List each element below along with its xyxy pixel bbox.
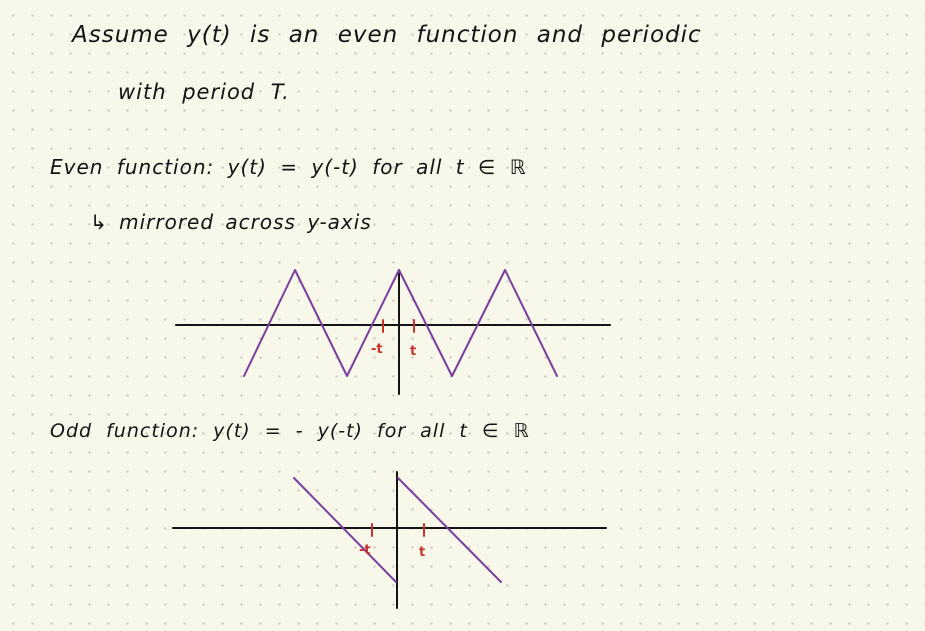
odd-sawtooth-left-segment <box>293 477 397 583</box>
note-line-period: with period T. <box>118 80 290 104</box>
note-line-assumption: Assume y(t) is an even function and peri… <box>72 22 702 48</box>
odd-tick-label-neg-t: -t <box>359 543 371 558</box>
odd-sawtooth-right-segment <box>397 477 502 583</box>
note-even-comment: ↳ mirrored across y-axis <box>90 210 372 234</box>
note-odd-definition: Odd function: y(t) = - y(-t) for all t ∈… <box>50 420 530 442</box>
odd-function-graph: -t t <box>172 471 607 609</box>
even-tick-label-neg-t: -t <box>371 342 383 357</box>
even-tick-label-pos-t: t <box>410 344 416 359</box>
even-triangle-wave <box>243 269 558 377</box>
even-function-graph: -t t <box>175 269 611 395</box>
note-even-definition: Even function: y(t) = y(-t) for all t ∈ … <box>50 155 527 179</box>
odd-tick-label-pos-t: t <box>419 545 425 560</box>
